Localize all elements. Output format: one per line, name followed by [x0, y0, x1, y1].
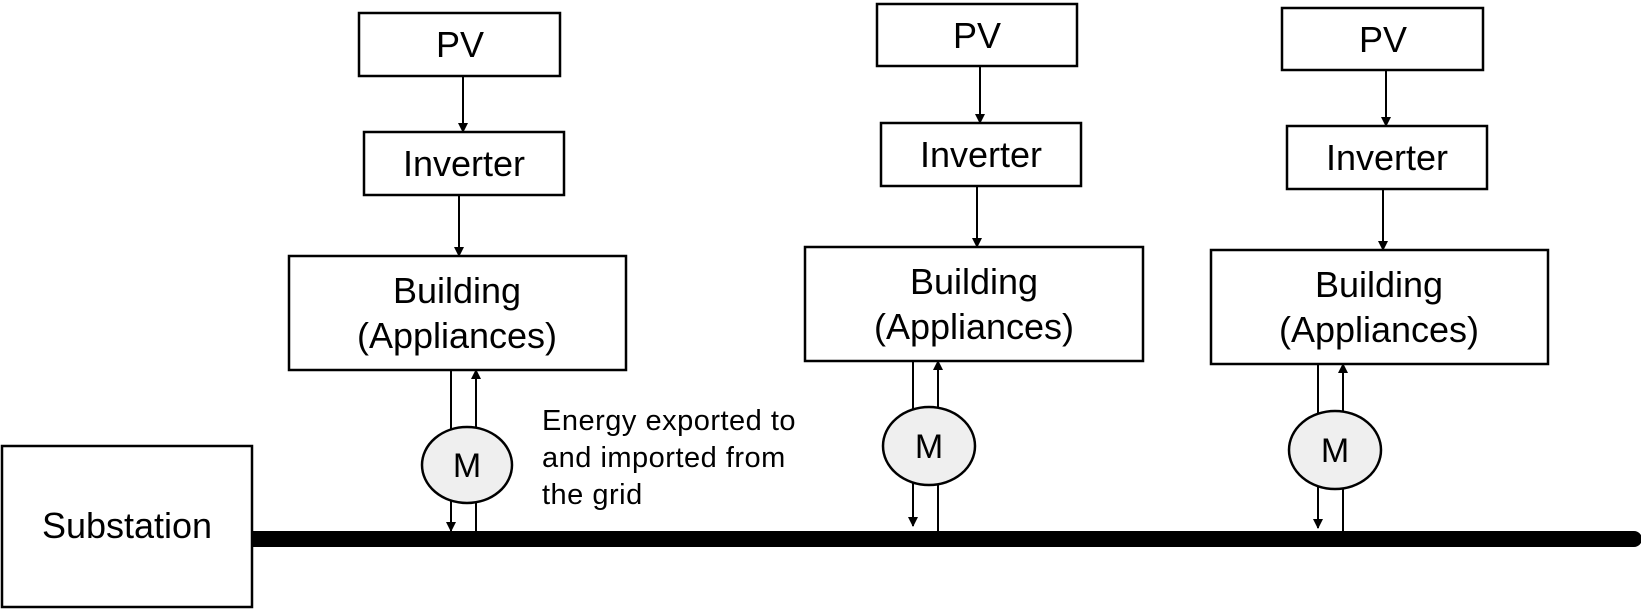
substation-label: Substation: [42, 505, 212, 546]
meter-circle: [1287, 409, 1383, 491]
meter-label: M: [1321, 432, 1349, 470]
inverter-label: Inverter: [1326, 137, 1448, 178]
meter-circle: [881, 405, 977, 487]
building-box: [287, 254, 628, 372]
branch-3: PV Inverter Building (Appliances) M: [1209, 6, 1550, 531]
substation-block: Substation: [0, 444, 254, 609]
appliances-label: (Appliances): [874, 306, 1074, 347]
pv-box: [357, 11, 562, 78]
annotation-line-1: Energy exported to: [542, 405, 796, 437]
building-label: Building: [1315, 264, 1443, 305]
inverter-box: [362, 130, 566, 197]
energy-annotation: Energy exported to and imported from the…: [542, 405, 796, 511]
inverter-label: Inverter: [920, 134, 1042, 175]
meter-label: M: [453, 447, 481, 485]
meter-label: M: [915, 428, 943, 466]
building-label: Building: [393, 270, 521, 311]
branch-1: PV Inverter Building (Appliances) M: [287, 11, 628, 532]
substation-box: [0, 444, 254, 609]
pv-box: [875, 2, 1079, 68]
annotation-line-3: the grid: [542, 479, 643, 511]
appliances-label: (Appliances): [1279, 309, 1479, 350]
building-label: Building: [910, 261, 1038, 302]
inverter-box: [879, 121, 1083, 188]
annotation-line-2: and imported from: [542, 442, 786, 474]
building-box: [803, 245, 1145, 363]
pv-box: [1280, 6, 1485, 72]
pv-label: PV: [1359, 19, 1407, 60]
meter-circle: [420, 425, 514, 505]
appliances-label: (Appliances): [357, 315, 557, 356]
branch-2: PV Inverter Building (Appliances) M: [803, 2, 1145, 531]
inverter-label: Inverter: [403, 143, 525, 184]
inverter-box: [1285, 124, 1489, 191]
pv-label: PV: [953, 15, 1001, 56]
building-box: [1209, 248, 1550, 366]
pv-label: PV: [436, 24, 484, 65]
